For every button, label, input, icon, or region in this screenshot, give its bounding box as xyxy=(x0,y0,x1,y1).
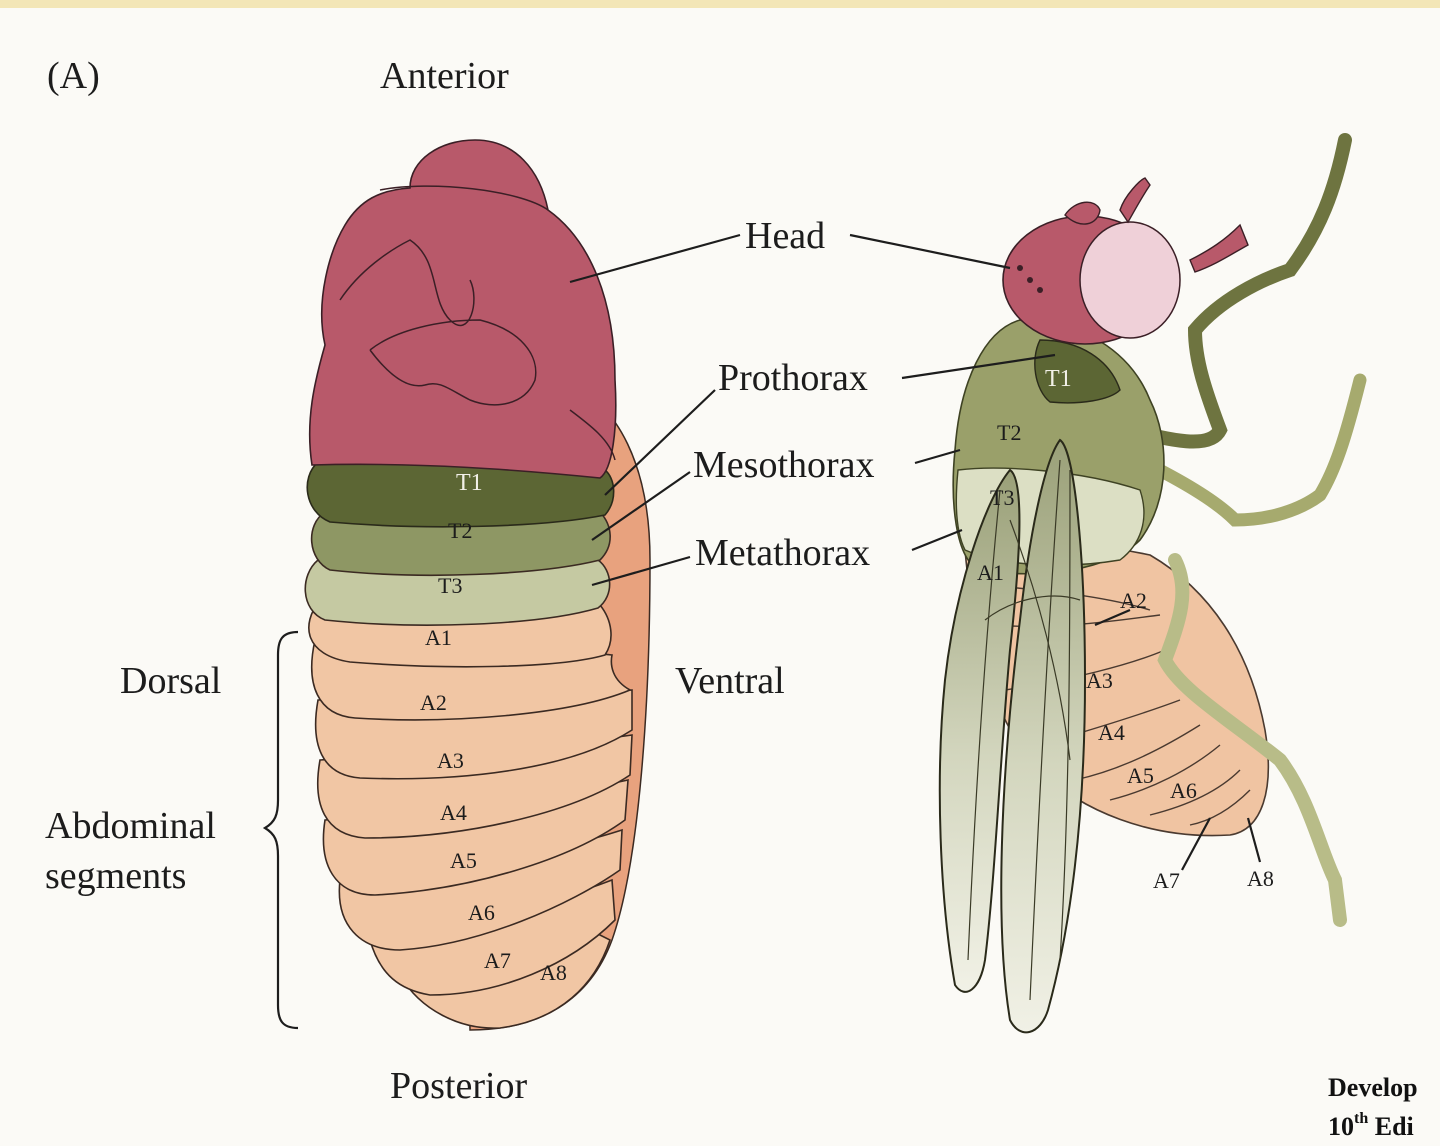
fly-label-t3: T3 xyxy=(990,485,1014,510)
embryo-label-t3: T3 xyxy=(438,573,462,598)
leader-lines xyxy=(569,233,1262,871)
fly-label-a1: A1 xyxy=(977,560,1004,585)
credit-edition-number: 10 xyxy=(1328,1112,1354,1141)
posterior-label: Posterior xyxy=(390,1065,528,1107)
embryo-label-a7: A7 xyxy=(484,948,511,973)
credit-edition-text: Edi xyxy=(1368,1112,1414,1141)
metathorax-callout: Metathorax xyxy=(695,532,870,574)
head-folds xyxy=(339,185,616,461)
credit-edition-suffix: th xyxy=(1354,1110,1368,1127)
fly-ocelli xyxy=(1017,265,1043,293)
fly-wing-front xyxy=(938,468,1021,993)
embryo-abdomen xyxy=(308,596,633,1029)
embryo-label-t2: T2 xyxy=(448,518,472,543)
anterior-label: Anterior xyxy=(380,55,509,97)
embryo-label-a3: A3 xyxy=(437,748,464,773)
embryo-label-a5: A5 xyxy=(450,848,477,873)
fly-label-a5: A5 xyxy=(1127,763,1154,788)
embryo-head xyxy=(308,139,617,479)
fly-label-a2: A2 xyxy=(1120,588,1147,613)
embryo xyxy=(304,139,651,1031)
ventral-label: Ventral xyxy=(675,660,785,702)
fly-label-t2: T2 xyxy=(997,420,1021,445)
embryo-label-a6: A6 xyxy=(468,900,495,925)
credit-line1: Develop xyxy=(1328,1073,1418,1102)
embryo-label-a2: A2 xyxy=(420,690,447,715)
embryo-label-t1: T1 xyxy=(456,470,483,496)
mesothorax-callout: Mesothorax xyxy=(693,444,875,486)
top-highlight-bar xyxy=(0,0,1440,8)
dorsal-label: Dorsal xyxy=(120,660,221,702)
fly-label-a6: A6 xyxy=(1170,778,1197,803)
embryo-label-a8: A8 xyxy=(540,960,567,985)
fly-t1-region xyxy=(1034,339,1121,404)
abdominal-label-line1: Abdominal xyxy=(45,805,216,847)
head-callout: Head xyxy=(745,215,825,257)
fly-label-a3: A3 xyxy=(1086,668,1113,693)
fly-label-t1: T1 xyxy=(1045,366,1072,392)
panel-label: (A) xyxy=(47,55,100,97)
embryo-label-a4: A4 xyxy=(440,800,467,825)
abdominal-brace xyxy=(262,630,299,1030)
fly-label-a7: A7 xyxy=(1153,868,1180,893)
fly-label-a8: A8 xyxy=(1247,866,1274,891)
fly-eye xyxy=(1079,221,1181,339)
fly-label-a4: A4 xyxy=(1098,720,1125,745)
abdominal-label-line2: segments xyxy=(45,855,186,897)
prothorax-callout: Prothorax xyxy=(718,357,868,399)
fly-legs xyxy=(1123,133,1367,927)
credit-line2: 10th Edi xyxy=(1328,1110,1414,1141)
fly-antennae xyxy=(1064,177,1249,273)
fly-wing-veins xyxy=(967,459,1081,1001)
adult-fly xyxy=(938,133,1367,1034)
embryo-label-a1: A1 xyxy=(425,625,452,650)
